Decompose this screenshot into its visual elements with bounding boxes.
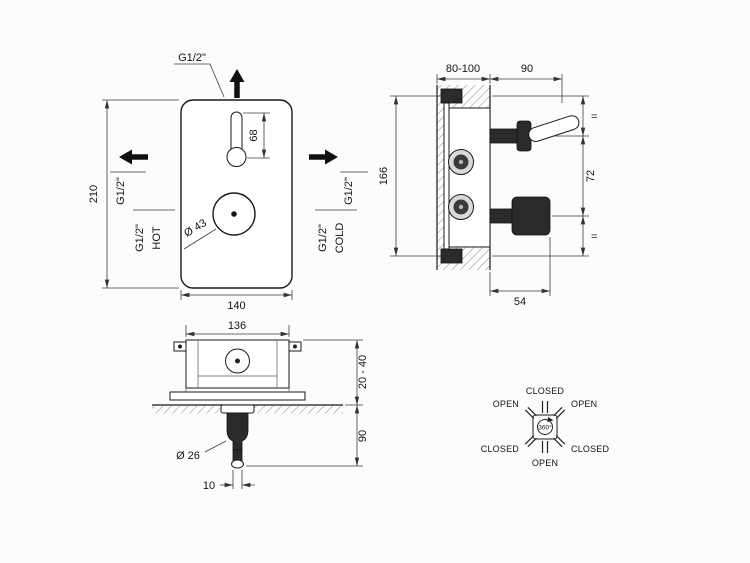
- left-thread-label: G1/2": [115, 177, 127, 205]
- rotation-label-top-left: OPEN: [493, 399, 519, 409]
- rotation-label-bottom: OPEN: [532, 458, 558, 468]
- rotation-diagram: 360° CLOSED OPEN OPEN CLOSED CLOSED OPEN: [481, 386, 610, 468]
- dim-outlet-10: [220, 470, 255, 489]
- dim-spout-drop-90: [246, 404, 363, 467]
- plate-width-label: 140: [227, 300, 245, 312]
- equal-mark-bottom: =: [591, 231, 597, 243]
- spout-diameter-label: Ø 26: [176, 450, 200, 462]
- side-lever-handle: [528, 115, 580, 142]
- outlet-size-label: 10: [203, 480, 215, 492]
- dim-wall-depth: [436, 74, 563, 103]
- dim-knob-projection-54: [489, 237, 551, 296]
- box-screw-right: [293, 344, 297, 349]
- knob-dia-leader: [183, 228, 217, 250]
- dim-height-210: [102, 99, 179, 289]
- plate-height-label: 210: [88, 185, 100, 203]
- rotation-label-bottom-right: CLOSED: [571, 444, 610, 454]
- axes-distance-label: 72: [585, 170, 597, 182]
- rotation-arrowhead-icon: [547, 417, 554, 423]
- rotation-degrees-label: 360°: [538, 424, 552, 432]
- lever-dim-label: 68: [248, 129, 260, 141]
- right-thread-label: G1/2": [343, 177, 355, 205]
- leader-top-thread: [174, 63, 225, 98]
- cold-label: COLD: [334, 223, 346, 254]
- valve-body: [447, 107, 491, 248]
- hot-thread-label: G1/2": [134, 224, 146, 252]
- outlet-arrow-right-icon: [309, 149, 338, 165]
- dim-body-height-166: [390, 95, 441, 257]
- front-lever-pivot: [226, 147, 247, 167]
- lever-stem: [489, 128, 521, 144]
- equal-mark-top: =: [591, 111, 597, 123]
- inlet-union-bottom: [448, 194, 474, 220]
- rotation-label-bottom-left: CLOSED: [481, 444, 520, 454]
- knob-stem: [489, 208, 513, 224]
- rotation-label-top-right: OPEN: [571, 399, 597, 409]
- mounting-tab-bottom: [440, 248, 463, 264]
- spout-body: [226, 412, 249, 451]
- knob-projection-label: 54: [514, 296, 526, 308]
- cold-thread-label: G1/2": [317, 224, 329, 252]
- dim-width-140: [180, 290, 293, 300]
- body-height-label: 166: [378, 167, 390, 185]
- bottom-view: 136 Ø 26 20 - 40: [152, 320, 369, 492]
- rotation-label-top: CLOSED: [526, 386, 565, 396]
- front-knob-center: [231, 211, 237, 217]
- spout-outlet: [231, 459, 244, 469]
- box-flange: [169, 391, 306, 401]
- dim-plaster-range: [303, 339, 363, 406]
- side-knob: [511, 196, 551, 236]
- rotation-ticks: [524, 401, 566, 453]
- spout-dia-leader: [204, 440, 227, 453]
- dim-axes-spacing: [492, 95, 589, 257]
- hot-label: HOT: [151, 226, 163, 250]
- front-view: G1/2" 68 210 140 G1/2" G1/2" G1/2" HOT G…: [88, 52, 368, 312]
- box-screw-left: [178, 344, 182, 349]
- flange-connectors: [185, 388, 290, 392]
- wall-hatch-right: [254, 405, 343, 414]
- outlet-arrow-left-icon: [119, 149, 148, 165]
- dim-box-width-136: [185, 325, 290, 337]
- spout-escutcheon: [220, 404, 255, 414]
- spout-drop-label: 90: [357, 430, 369, 442]
- handle-projection-label: 90: [521, 63, 533, 75]
- top-thread-label: G1/2": [178, 52, 206, 64]
- dim-lever-68: [243, 112, 270, 159]
- wall-depth-label: 80-100: [446, 63, 480, 75]
- box-width-label: 136: [228, 320, 246, 332]
- plaster-range-label: 20 - 40: [357, 355, 369, 389]
- wall-hatch-left: [152, 405, 220, 414]
- inlet-union-top: [448, 149, 474, 175]
- outlet-arrow-up-icon: [229, 69, 245, 98]
- side-view: 80-100 90 166 = 72 = 54: [378, 63, 597, 308]
- mounting-rail: [443, 102, 450, 250]
- box-internals: [197, 340, 278, 388]
- box-valve-center: [235, 358, 240, 364]
- mounting-tab-top: [440, 88, 463, 104]
- rotation-arrow-circle-icon: [537, 419, 553, 435]
